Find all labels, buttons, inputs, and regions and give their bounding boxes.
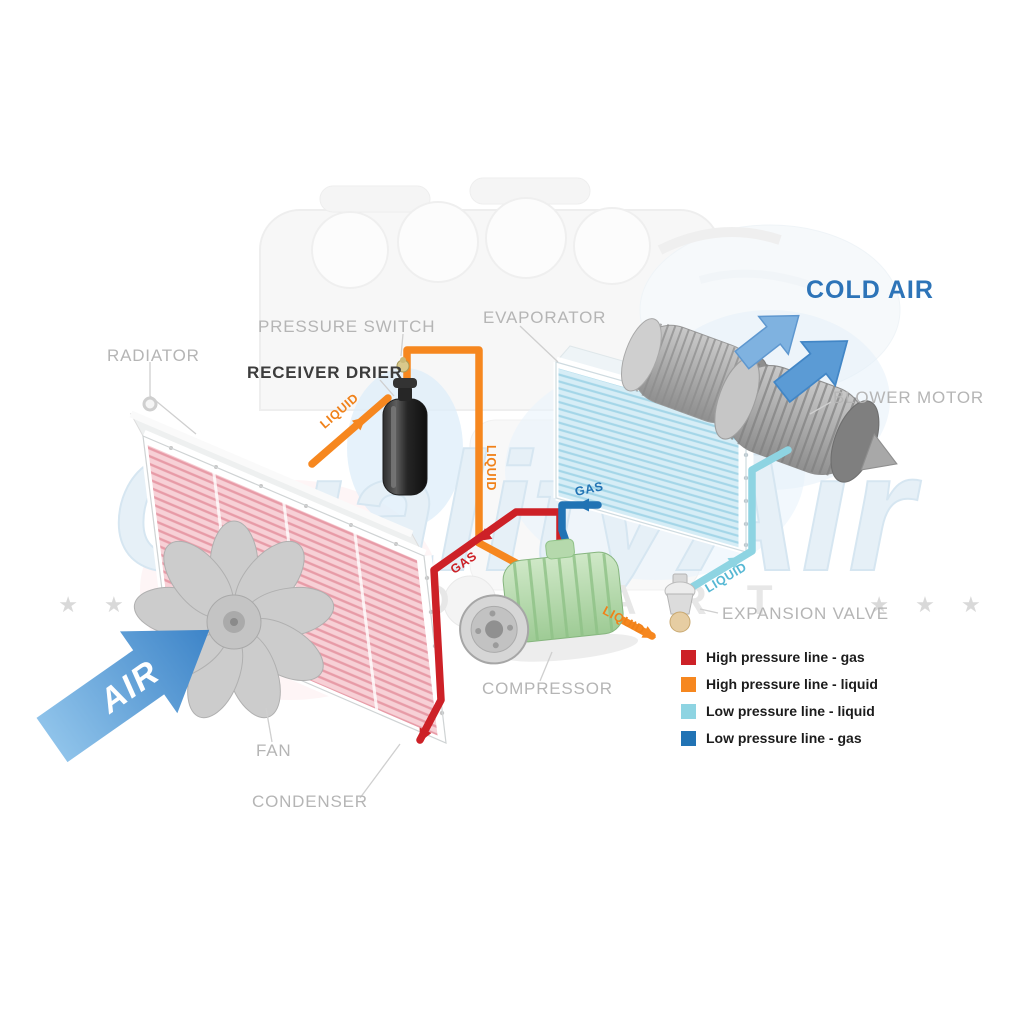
label-expansion-valve: EXPANSION VALVE [722,604,889,623]
leader-radiator [149,362,197,435]
label-blower-motor: BLOWER MOTOR [833,388,984,407]
legend-item-high-gas: High pressure line - gas [681,649,878,665]
watermark-stars-left: ★ ★ [58,592,134,617]
label-pressure-switch: PRESSURE SWITCH [258,317,436,336]
pressure-switch-cap [400,357,406,363]
legend-label-low-gas: Low pressure line - gas [706,730,862,746]
leader-expansion-valve [699,608,719,614]
legend: High pressure line - gas High pressure l… [681,649,878,746]
label-radiator: RADIATOR [107,346,200,365]
legend-swatch-high-gas [681,649,696,665]
legend-swatch-low-liquid [681,703,696,719]
leader-lines [149,325,832,799]
pipe-high-liquid-condenser-to-drier [308,394,392,468]
leader-condenser [359,743,401,799]
watermark-stars-right: ★ ★ ★ [869,592,990,617]
legend-item-low-gas: Low pressure line - gas [681,730,878,746]
receiver-drier-body [382,357,428,496]
legend-item-high-liquid: High pressure line - liquid [681,676,878,692]
blower-motor-cone [860,433,898,471]
legend-label-high-gas: High pressure line - gas [706,649,865,665]
label-evaporator: EVAPORATOR [483,308,607,327]
legend-item-low-liquid: Low pressure line - liquid [681,703,878,719]
compressor-port [545,538,575,560]
label-cold-air: COLD AIR [806,276,934,304]
leader-receiver-drier [379,379,395,397]
leader-blower-motor [809,401,832,415]
label-condenser: CONDENSER [252,792,368,811]
expansion-valve-part [664,573,696,633]
leader-evaporator [519,325,559,363]
pipe-label-liquid-2: LIQUID [484,445,498,491]
leader-compressor [539,651,553,682]
compressor-pulley [459,594,530,665]
leader-pressure-switch [400,333,404,357]
compressor-body [459,538,639,665]
label-receiver-drier: RECEIVER DRIER [247,363,403,382]
label-compressor: COMPRESSOR [482,679,613,698]
cooling-fan [129,520,339,726]
legend-label-high-liquid: High pressure line - liquid [706,676,878,692]
leader-fan [265,707,273,743]
pipe-label-gas-blue: GAS [574,479,605,499]
legend-swatch-high-liquid [681,676,696,692]
radiator-filler-neck [142,396,158,412]
label-fan: FAN [256,741,292,760]
legend-label-low-liquid: Low pressure line - liquid [706,703,875,719]
legend-swatch-low-gas [681,730,696,746]
pipe-low-liquid-valve-to-evaporator [680,446,792,596]
